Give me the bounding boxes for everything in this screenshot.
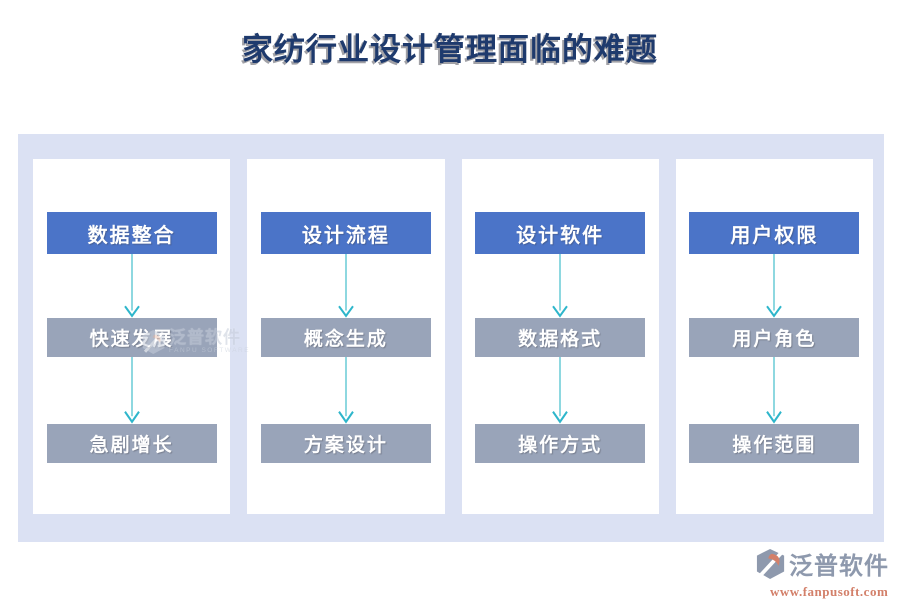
column-header: 用户权限 (689, 212, 860, 254)
down-arrow-icon (549, 254, 571, 318)
diagram-panel: 数据整合 快速发展 急剧增长 设计流程 概念生成 (18, 134, 884, 542)
column-header: 数据整合 (46, 212, 217, 254)
column-item: 急剧增长 (46, 424, 217, 463)
column-item: 数据格式 (475, 318, 646, 357)
down-arrow-icon (335, 357, 357, 424)
fanpu-logo-icon (756, 548, 786, 585)
down-arrow-icon (549, 357, 571, 424)
flow-column-2: 设计流程 概念生成 方案设计 (247, 159, 445, 514)
down-arrow-icon (763, 357, 785, 424)
column-item: 操作方式 (475, 424, 646, 463)
down-arrow-icon (121, 357, 143, 424)
down-arrow-icon (763, 254, 785, 318)
flow-column-1: 数据整合 快速发展 急剧增长 (33, 159, 231, 514)
flow-column-3: 设计软件 数据格式 操作方式 (461, 159, 659, 514)
column-item: 操作范围 (689, 424, 860, 463)
down-arrow-icon (121, 254, 143, 318)
column-item: 方案设计 (260, 424, 431, 463)
logo-url: www.fanpusoft.com (770, 584, 889, 599)
logo-name: 泛普软件 (789, 553, 889, 580)
fanpu-logo: 泛普软件 www.fanpusoft.com (756, 548, 892, 600)
page-title: 家纺行业设计管理面临的难题 (242, 32, 658, 67)
flow-column-4: 用户权限 用户角色 操作范围 (675, 159, 873, 514)
column-header: 设计软件 (475, 212, 646, 254)
column-header: 设计流程 (260, 212, 431, 254)
down-arrow-icon (335, 254, 357, 318)
column-item: 用户角色 (689, 318, 860, 357)
column-item: 概念生成 (260, 318, 431, 357)
column-item: 快速发展 (46, 318, 217, 357)
